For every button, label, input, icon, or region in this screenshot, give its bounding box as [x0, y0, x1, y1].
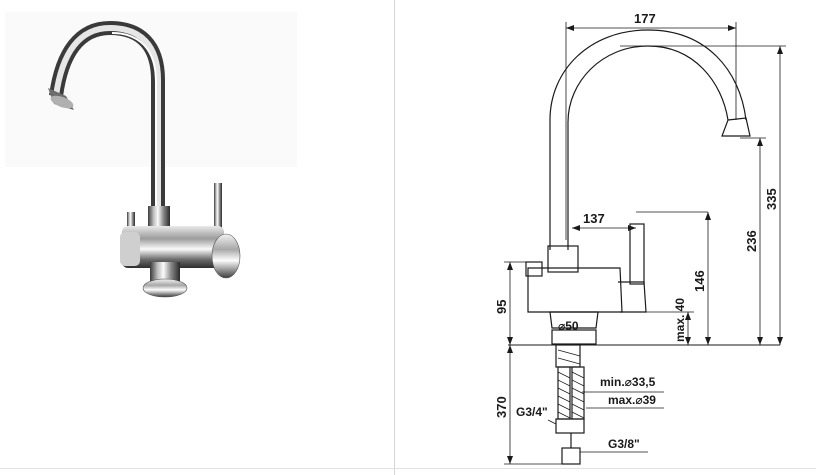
panel-divider: [394, 0, 395, 475]
lever-right: [214, 183, 222, 243]
drawing-hose-end: [561, 447, 581, 465]
dim-177: 177: [634, 11, 656, 26]
arrow-137-left: [572, 225, 580, 231]
dim-g34: G3/4": [516, 405, 548, 419]
arrow-177-right: [728, 25, 736, 31]
arrow-236-top: [757, 138, 763, 146]
arrow-max40-top: [685, 312, 691, 320]
neck-collar: [148, 206, 170, 228]
spout-nozzle-opening: [50, 95, 74, 109]
dim-g38: G3/8": [608, 437, 640, 451]
dim-137: 137: [583, 211, 605, 226]
spout-neck-highlight: [53, 24, 161, 210]
arrow-137-right: [628, 225, 636, 231]
arrow-max40-bottom: [685, 337, 691, 345]
drawing-base: [549, 311, 599, 329]
faucet-base-rim: [142, 278, 188, 298]
arrow-146-bottom: [705, 337, 711, 345]
arrow-370-top: [507, 345, 513, 353]
bottom-rule: [0, 468, 816, 469]
dim-335: 335: [764, 188, 779, 210]
arrow-177-left: [566, 25, 574, 31]
leader-g34: [547, 419, 557, 425]
dim-236: 236: [744, 230, 759, 252]
body-end-cap: [211, 233, 241, 279]
dim-146: 146: [692, 270, 707, 292]
dim-95: 95: [494, 300, 509, 314]
faucet-body: [122, 226, 224, 268]
drawing-shank: [555, 344, 581, 368]
arrow-335-bottom: [777, 337, 783, 345]
drawing-hose-hatch: [557, 349, 585, 419]
dim-max39: max.⌀39: [608, 393, 656, 407]
dim-max40: max. 40: [673, 298, 687, 342]
dim-370: 370: [494, 396, 509, 418]
arrow-95-top: [507, 262, 513, 270]
drawing-neck-collar: [547, 245, 579, 273]
technical-drawing: 177 335 236 137 146 max. 40 95 ⌀50 370 m…: [494, 11, 786, 465]
arrow-236-bottom: [757, 337, 763, 345]
drawing-hose-connector: [555, 418, 585, 434]
arrow-146-top: [705, 212, 711, 220]
body-front-cap: [120, 232, 140, 266]
spout-neck-shine: [111, 32, 157, 210]
arrow-370-bottom: [507, 456, 513, 464]
drawing-right-lever: [629, 223, 645, 285]
faucet-base-stem: [150, 262, 180, 282]
dim-dia50: ⌀50: [558, 319, 579, 333]
arrow-95-bottom: [507, 337, 513, 345]
lever-left: [127, 212, 135, 232]
drawing-spout-outer: [549, 29, 747, 250]
drawing-left-handle: [525, 261, 543, 277]
drawing-mount-nut: [551, 329, 597, 345]
drawing-spout-nozzle: [721, 117, 751, 137]
arrow-335-top: [777, 46, 783, 54]
dim-min335: min.⌀33,5: [600, 375, 656, 389]
faucet-photo: [5, 12, 297, 298]
